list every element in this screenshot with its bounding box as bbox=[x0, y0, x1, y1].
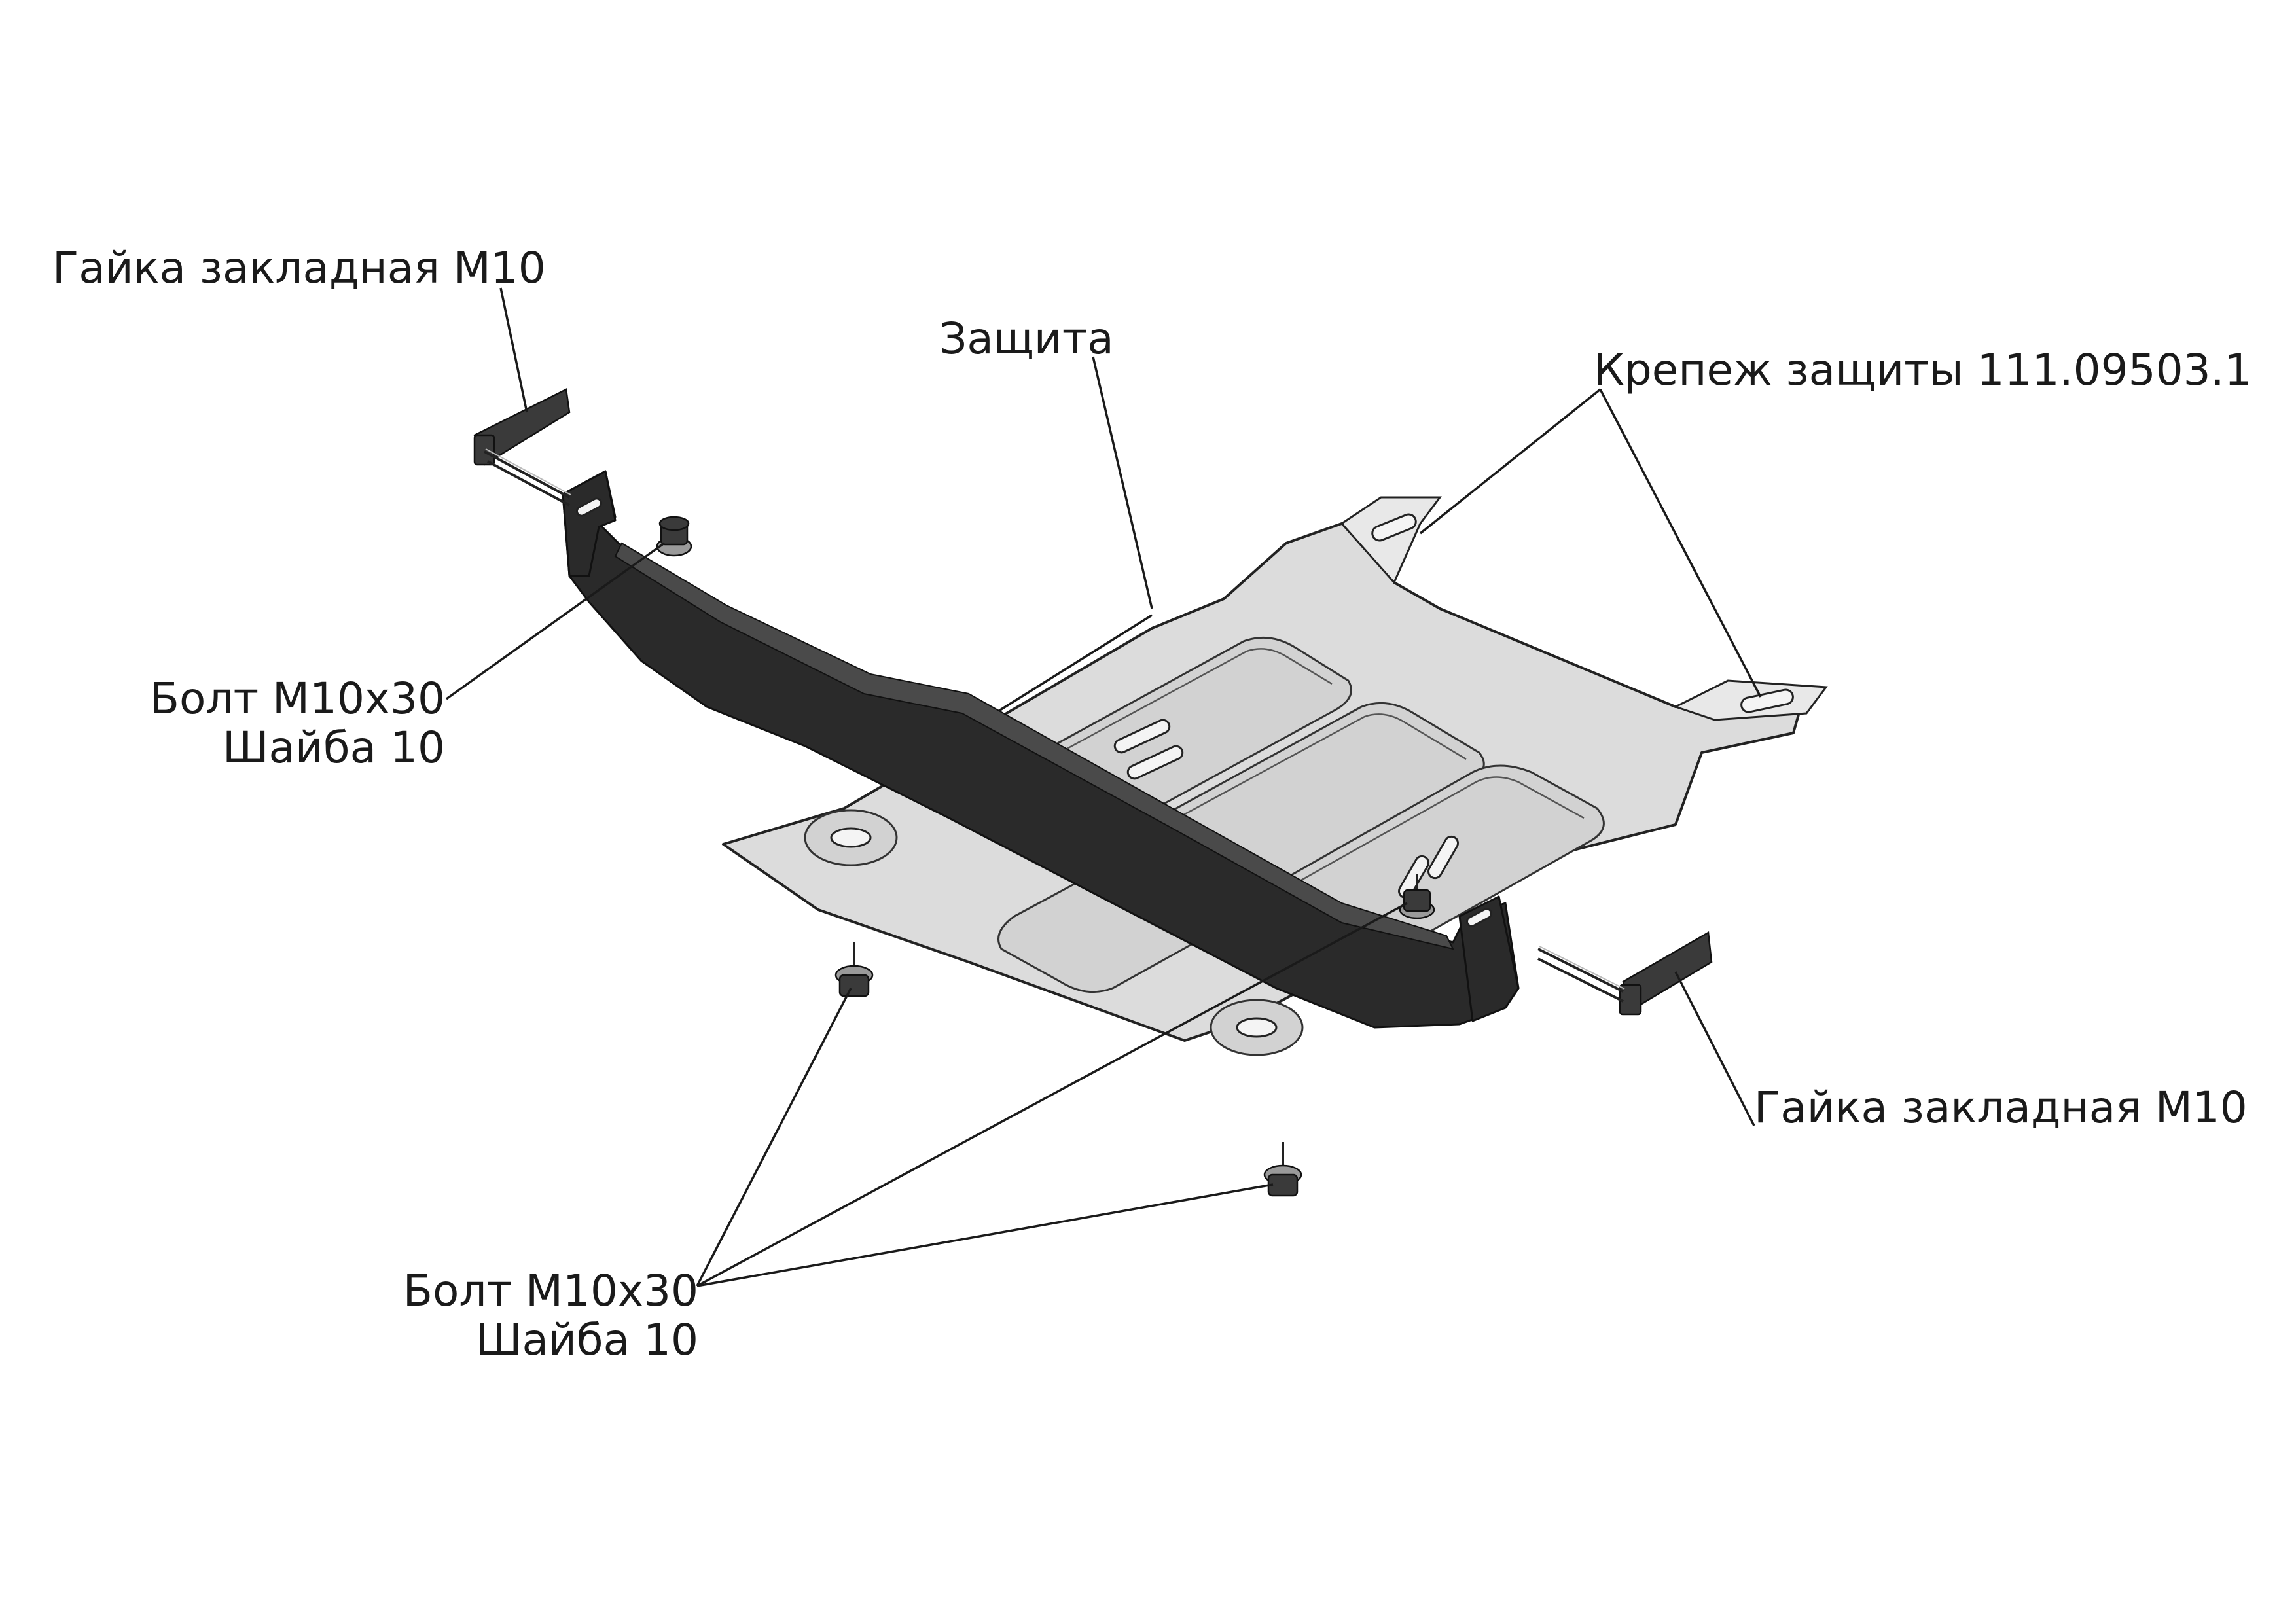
leader-nut-top-left bbox=[499, 287, 528, 413]
nut-wire-top-left-hi bbox=[485, 448, 571, 495]
bracket-left bbox=[562, 470, 617, 577]
nut-body-right bbox=[1619, 984, 1642, 1016]
leader-lines bbox=[445, 287, 1762, 1287]
label-mount-kit: Крепеж защиты 111.09503.1 bbox=[1594, 345, 2252, 395]
nut-body-top-left bbox=[473, 434, 495, 466]
leader-bolt-bottom-a bbox=[696, 988, 852, 1287]
slot-front-right bbox=[1740, 688, 1794, 713]
bolt-top bbox=[656, 516, 692, 557]
label-shield: Защита bbox=[939, 313, 1114, 364]
leader-mount-kit-b bbox=[1599, 389, 1762, 698]
leader-bolt-bottom-b bbox=[696, 902, 1408, 1287]
bolt-bottom-right bbox=[1263, 1142, 1302, 1197]
bolt-top-cap bbox=[658, 516, 690, 531]
slot-center-1 bbox=[1113, 719, 1171, 754]
nut-wire-top-left-2 bbox=[487, 460, 570, 507]
boss-left-hole bbox=[830, 827, 872, 848]
label-nut-top-left: Гайка закладная М10 bbox=[52, 243, 546, 293]
label-bolt-left-line2: Шайба 10 bbox=[223, 722, 445, 773]
leader-mount-kit-a bbox=[1419, 388, 1602, 535]
nut-wire-right bbox=[1537, 948, 1624, 993]
pocket-1-rim bbox=[1053, 648, 1333, 757]
bracket-right-slot bbox=[1466, 908, 1492, 927]
slot-front-left bbox=[1371, 513, 1417, 542]
leader-nut-right bbox=[1674, 971, 1755, 1126]
leader-bolt-bottom-c bbox=[696, 1183, 1274, 1287]
cross-member-ridge bbox=[614, 542, 1454, 950]
pocket-3-rim bbox=[1289, 776, 1585, 888]
label-bolt-left-line1: Болт М10х30 bbox=[150, 673, 445, 724]
bracket-left-slot bbox=[576, 497, 602, 517]
label-bolt-bottom-line2: Шайба 10 bbox=[476, 1315, 698, 1365]
leader-shield bbox=[1092, 356, 1153, 609]
slot-right-2 bbox=[1398, 855, 1429, 899]
nut-wire-right-hi bbox=[1539, 946, 1625, 990]
pocket-2-rim bbox=[1171, 713, 1467, 823]
nut-wire-top-left bbox=[484, 450, 570, 499]
cross-member bbox=[562, 470, 1520, 1029]
label-nut-right: Гайка закладная М10 bbox=[1754, 1082, 2248, 1133]
slot-right-1 bbox=[1427, 835, 1459, 880]
callout-labels: Гайка закладная М10 Защита Крепеж защиты… bbox=[52, 243, 2252, 1365]
bracket-right bbox=[1458, 895, 1520, 1022]
leader-bolt-left bbox=[445, 542, 666, 700]
bolt-center-head bbox=[1403, 889, 1431, 912]
embedded-nut-top-left bbox=[473, 388, 571, 507]
bolt-bottom-left-head bbox=[838, 974, 870, 997]
label-bolt-bottom-line1: Болт М10х30 bbox=[403, 1266, 698, 1316]
bolt-center bbox=[1399, 874, 1435, 919]
slot-center-2 bbox=[1126, 745, 1184, 780]
nut-wire-right-2 bbox=[1537, 957, 1624, 1003]
boss-right-hole bbox=[1236, 1017, 1278, 1038]
embedded-nut-right bbox=[1537, 931, 1713, 1016]
bolt-bottom-left bbox=[834, 942, 874, 997]
